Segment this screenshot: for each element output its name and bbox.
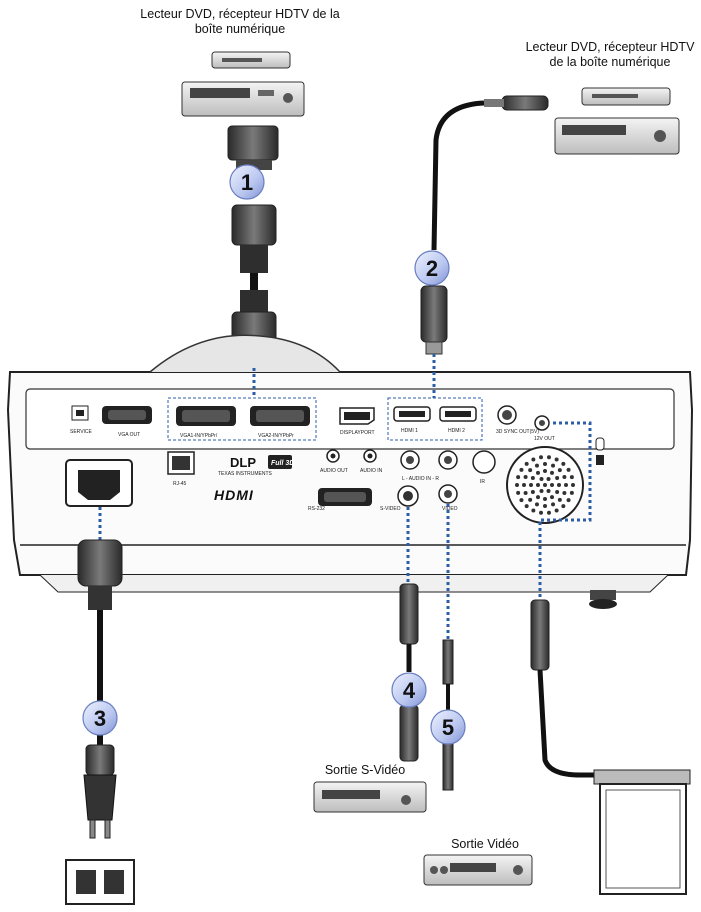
vga1-in-port[interactable] [176,406,236,426]
rj45-port[interactable] [167,451,195,475]
callout-5: 5 [430,709,466,745]
vga2-in-port[interactable] [250,406,310,426]
svideo-label: S-VIDEO [380,506,401,512]
service-port[interactable] [71,405,89,421]
3d-sync-port[interactable] [497,405,517,425]
callout-number: 5 [442,715,454,740]
rj45-label: RJ-45 [173,481,187,487]
hdmi2-port[interactable] [439,406,477,422]
vga-out-port[interactable] [102,406,152,424]
audio-r-port[interactable] [438,450,458,470]
top-source-caption: Lecteur DVD, récepteur HDTV de la boîte … [140,7,340,36]
dlp-logo: DLP TEXAS INSTRUMENTS [218,455,273,477]
hdmi-logo: HDMI [214,487,254,503]
rs232-port[interactable] [318,488,372,506]
svideo-cable [399,583,419,762]
vga-cable [227,125,279,369]
audio-in-port[interactable] [363,449,377,463]
12v-out-port[interactable] [534,415,550,431]
callout-number: 3 [94,706,106,731]
top-dvd-devices [181,51,305,117]
audio-l-port[interactable] [400,450,420,470]
hdmi-cable [420,95,549,355]
svideo-out-caption: Sortie S-Vidéo [324,763,406,777]
callout-number: 2 [426,256,438,281]
svg-text:DLP: DLP [230,455,256,470]
callout-4: 4 [391,672,427,708]
service-label: SERVICE [70,429,93,435]
vga1-in-label: VGA1-IN/YPbPr/ [180,433,218,439]
12v-trigger-cable [530,599,600,778]
callout-number: 4 [403,678,416,703]
video-out-caption: Sortie Vidéo [451,837,519,851]
displayport-port[interactable] [339,407,375,425]
svideo-source-device [313,781,427,813]
svg-text:Full 3D: Full 3D [271,460,294,467]
video-port[interactable] [438,484,458,504]
projection-screen [593,769,691,895]
audio-in-label: AUDIO IN [360,468,383,474]
audio-lr-label: L - AUDIO IN - R [402,476,439,482]
12v-out-label: 12V OUT [534,436,555,442]
callout-2: 2 [414,250,450,286]
callout-3: 3 [82,700,118,736]
speaker-grille [506,446,584,524]
hdmi2-label: HDMI 2 [448,428,465,434]
video-label: VIDEO [442,506,458,512]
vga-out-label: VGA OUT [118,432,140,438]
12v-connection-path [538,421,592,600]
hdmi1-port[interactable] [393,406,431,422]
ir-label: IR [480,479,485,485]
hdmi1-label: HDMI 1 [401,428,418,434]
svideo-port[interactable] [397,485,419,507]
callout-1: 1 [229,164,265,200]
svg-text:TEXAS INSTRUMENTS: TEXAS INSTRUMENTS [218,471,273,477]
right-source-caption: Lecteur DVD, récepteur HDTV de la boîte … [525,40,695,69]
rs232-label: RS-232 [308,506,325,512]
wall-outlet [65,859,135,905]
displayport-label: DISPLAYPORT [340,430,375,436]
vga2-in-label: VGA2-IN/YPbPr [258,433,294,439]
power-cable [77,539,123,839]
power-inlet[interactable] [65,459,133,507]
video-source-device [423,854,533,886]
kensington-lock-icon [595,437,605,465]
ir-sensor [472,450,496,474]
right-dvd-devices [554,87,680,155]
callout-number: 1 [241,170,253,195]
full3d-logo: Full 3D [268,455,294,469]
3d-sync-label: 3D SYNC OUT(5V) [496,429,539,435]
audio-out-port[interactable] [326,449,340,463]
audio-out-label: AUDIO OUT [320,468,348,474]
